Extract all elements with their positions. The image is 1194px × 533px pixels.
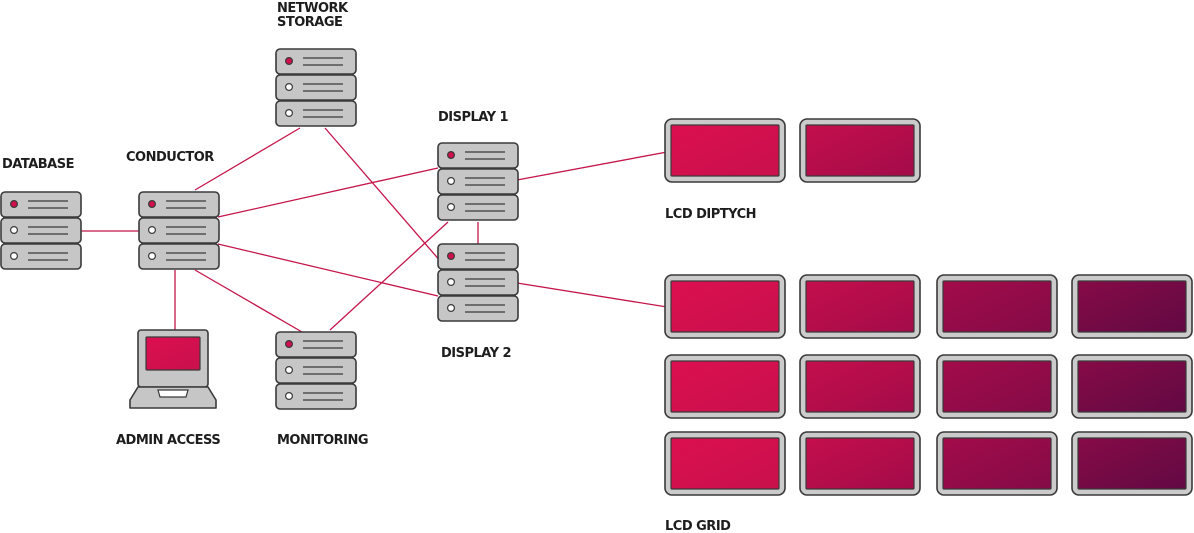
link-storage-display2 <box>324 127 449 271</box>
connection-lines <box>80 127 668 333</box>
link-monitoring-display1 <box>329 221 449 331</box>
server-unit <box>437 269 519 296</box>
status-led-icon <box>10 226 19 235</box>
server-unit <box>437 243 519 270</box>
server-conductor <box>138 191 220 270</box>
status-led-icon <box>285 366 294 375</box>
lcd-screen-icon <box>664 118 786 183</box>
link-conductor-display1 <box>217 167 439 218</box>
server-monitoring <box>275 331 357 410</box>
server-unit <box>275 100 357 127</box>
lcd-screen-icon <box>799 431 921 496</box>
laptop-icon <box>129 329 217 409</box>
link-display1-diptych <box>516 151 668 181</box>
server-unit <box>275 331 357 358</box>
lcd-screen-icon <box>1071 431 1193 496</box>
server-database <box>0 191 82 270</box>
server-unit <box>0 191 82 218</box>
status-led-icon <box>148 226 157 235</box>
server-unit <box>275 48 357 75</box>
status-led-icon <box>285 108 294 117</box>
lcd-screen-icon <box>936 431 1058 496</box>
label-lcd-grid: LCD GRID <box>665 519 731 533</box>
server-network-storage <box>275 48 357 127</box>
label-network-storage-line1: NETWORK <box>277 1 349 16</box>
lcd-screen-icon <box>936 354 1058 419</box>
lcd-screen-icon <box>1071 274 1193 339</box>
status-led-active-icon <box>447 151 456 160</box>
label-display2: DISPLAY 2 <box>441 346 511 361</box>
server-unit <box>138 243 220 270</box>
status-led-active-icon <box>447 252 456 261</box>
link-conductor-storage <box>194 127 301 191</box>
server-unit <box>138 191 220 218</box>
label-database: DATABASE <box>2 157 74 172</box>
lcd-grid <box>664 274 1193 496</box>
server-unit <box>275 357 357 384</box>
lcd-diptych <box>664 118 921 183</box>
lcd-screen-icon <box>1071 354 1193 419</box>
server-unit <box>437 142 519 169</box>
server-display1 <box>437 142 519 221</box>
status-led-icon <box>447 278 456 287</box>
status-led-icon <box>285 82 294 91</box>
status-led-active-icon <box>285 56 294 65</box>
server-unit <box>0 243 82 270</box>
status-led-icon <box>285 392 294 401</box>
label-admin-access: ADMIN ACCESS <box>116 433 220 448</box>
status-led-icon <box>447 304 456 313</box>
link-conductor-monitoring <box>194 269 303 333</box>
lcd-screen-icon <box>799 274 921 339</box>
link-display2-grid <box>516 282 668 308</box>
status-led-icon <box>10 252 19 261</box>
lcd-screen-icon <box>664 274 786 339</box>
server-unit <box>0 217 82 244</box>
server-unit <box>437 168 519 195</box>
lcd-screen-icon <box>799 118 921 183</box>
label-lcd-diptych: LCD DIPTYCH <box>665 207 756 222</box>
status-led-icon <box>447 203 456 212</box>
status-led-active-icon <box>10 200 19 209</box>
status-led-icon <box>447 177 456 186</box>
server-display2 <box>437 243 519 322</box>
label-network-storage-line2: STORAGE <box>277 15 342 30</box>
lcd-screen-icon <box>664 354 786 419</box>
label-display1: DISPLAY 1 <box>438 110 509 125</box>
lcd-screen-icon <box>664 431 786 496</box>
server-unit <box>138 217 220 244</box>
label-monitoring: MONITORING <box>277 433 368 448</box>
server-unit <box>275 383 357 410</box>
lcd-screen-icon <box>936 274 1058 339</box>
status-led-active-icon <box>285 340 294 349</box>
link-conductor-display2 <box>217 243 439 297</box>
label-conductor: CONDUCTOR <box>126 150 214 165</box>
server-unit <box>275 74 357 101</box>
lcd-screen-icon <box>799 354 921 419</box>
server-unit <box>437 295 519 322</box>
status-led-active-icon <box>148 200 157 209</box>
server-unit <box>437 194 519 221</box>
status-led-icon <box>148 252 157 261</box>
